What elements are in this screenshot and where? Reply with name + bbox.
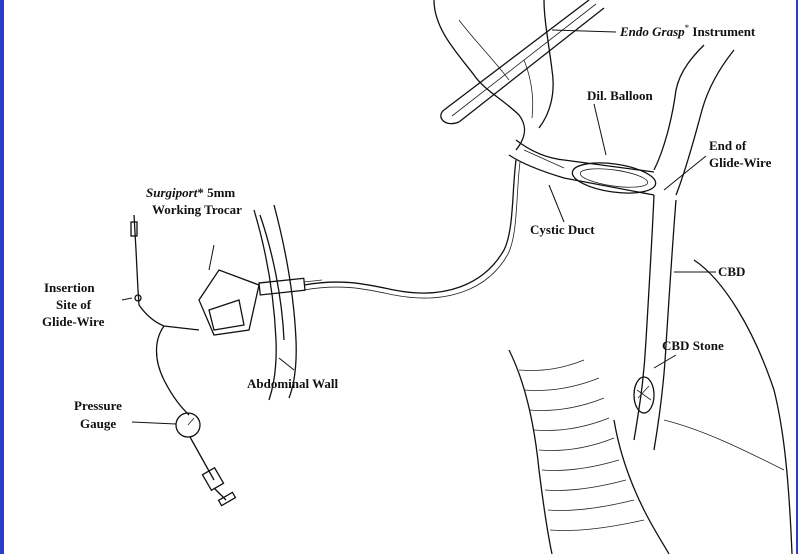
label-working-trocar: Working Trocar [152, 202, 242, 217]
laparoscopic-cbd-diagram: Endo Grasp* Instrument Dil. Balloon End … [4, 0, 796, 554]
surgiport-trocar [199, 270, 322, 335]
label-end-of: End of [709, 138, 747, 153]
label-endo-grasp: Endo Grasp* Instrument [619, 23, 756, 39]
label-dil-balloon: Dil. Balloon [587, 88, 654, 103]
endo-grasp-instrument [441, 0, 604, 124]
label-cbd: CBD [718, 264, 745, 279]
gallbladder-drawing [434, 0, 553, 150]
cystic-duct-and-balloon [509, 140, 658, 198]
glide-wire-tubing [131, 215, 235, 506]
label-cystic-duct: Cystic Duct [530, 222, 595, 237]
label-surgiport: Surgiport* 5mm [146, 185, 235, 200]
abdominal-wall-drawing [254, 205, 296, 400]
label-pressure: Pressure [74, 398, 122, 413]
label-cbd-stone: CBD Stone [662, 338, 724, 353]
diagram-canvas: Endo Grasp* Instrument Dil. Balloon End … [4, 0, 796, 554]
label-glide-wire-insertion: Glide-Wire [42, 314, 105, 329]
duodenum-drawing [509, 260, 792, 554]
label-abdominal-wall: Abdominal Wall [247, 376, 339, 391]
common-bile-duct [634, 45, 734, 450]
catheter-line [304, 160, 520, 298]
label-glide-wire-end: Glide-Wire [709, 155, 772, 170]
label-insertion: Insertion [44, 280, 95, 295]
label-site-of: Site of [56, 297, 92, 312]
label-gauge: Gauge [80, 416, 116, 431]
